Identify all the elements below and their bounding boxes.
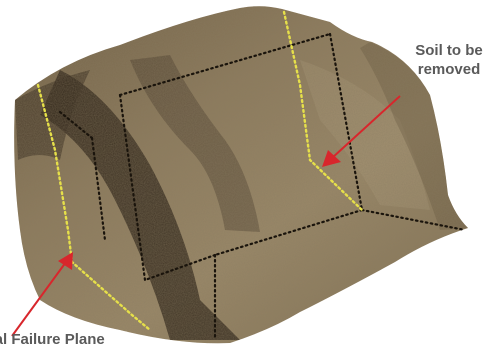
soil-label-line-2: removed — [401, 60, 497, 79]
soil-label-line-1: Soil to be — [401, 41, 497, 60]
soil-to-be-removed-label: Soil to be removed — [401, 41, 497, 79]
failure-plane-label: ...ial Failure Plane — [0, 330, 105, 347]
